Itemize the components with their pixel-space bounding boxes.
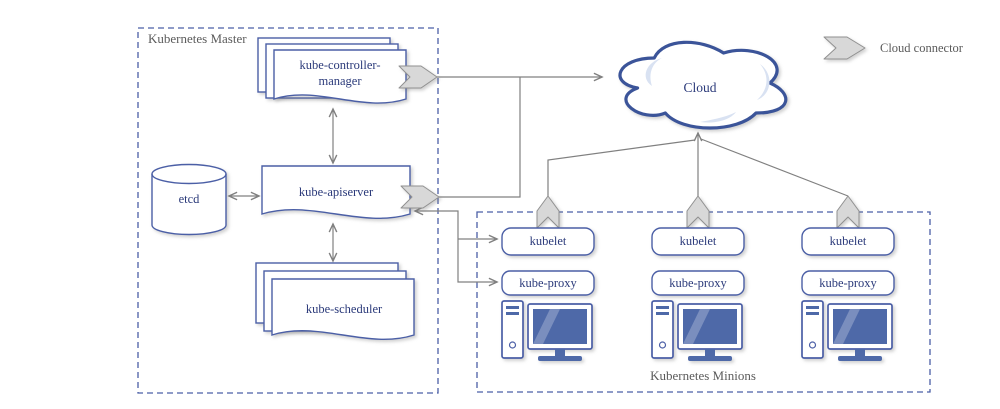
cloud-shade-bottom	[700, 112, 736, 123]
tower-button-1	[508, 341, 517, 349]
cloud-connector-icon-apiserver	[400, 185, 440, 209]
monitor-glare-1	[533, 309, 560, 344]
monitor-screen-2	[683, 309, 737, 344]
monitor-glare-2	[683, 309, 710, 344]
controller-manager-label: kube-controller-manager	[299, 58, 381, 88]
monitor-base-2	[688, 356, 732, 361]
minion-computer-icon-2	[651, 300, 743, 361]
line-kubelet3-cloud	[700, 138, 849, 197]
cloud-shade-left	[645, 58, 662, 86]
kube-proxy-node-2	[651, 270, 745, 296]
cloud-label: Cloud	[683, 80, 717, 95]
cloud-connector-icon-controller	[398, 65, 438, 89]
monitor-neck-2	[705, 349, 715, 356]
monitor-base-1	[538, 356, 582, 361]
scheduler-label: kube-scheduler	[305, 302, 383, 316]
minion-column-1	[501, 195, 595, 361]
tower-slot-1a	[506, 306, 519, 309]
controller-page-front	[273, 49, 407, 104]
controller-manager-node	[257, 37, 407, 104]
line-apiserver-cloud	[439, 77, 521, 198]
monitor-neck-1	[555, 349, 565, 356]
scheduler-page-front	[271, 278, 415, 341]
monitor-base-3	[838, 356, 882, 361]
tower-button-3	[808, 341, 817, 349]
etcd-node	[151, 163, 227, 236]
apiserver-label: kube-apiserver	[298, 185, 374, 199]
cloud-shape	[618, 40, 788, 130]
tower-slot-2b	[656, 312, 669, 315]
tower-slot-1b	[506, 312, 519, 315]
minion-computer-icon-3	[801, 300, 893, 361]
cloud-shade-right	[757, 64, 770, 100]
tower-slot-3a	[806, 306, 819, 309]
kubelet-node-2	[651, 227, 745, 256]
kubelet-node-1	[501, 227, 595, 256]
cloud-connector-icon-kubelet-3	[836, 195, 860, 229]
kube-proxy-node-3	[801, 270, 895, 296]
kubelet-label-1: kubelet	[529, 234, 567, 248]
tower-button-2	[658, 341, 667, 349]
minions-group-box	[476, 211, 931, 393]
cloud-connector-icon-kubelet-1	[536, 195, 560, 229]
kubelet-label-2: kubelet	[679, 234, 717, 248]
line-kubelet1-cloud	[547, 139, 696, 196]
cloud-node	[618, 40, 788, 130]
legend-label: Cloud connector	[880, 41, 963, 55]
legend-cloud-connector-icon	[823, 36, 866, 60]
etcd-label: etcd	[178, 192, 200, 206]
minion-column-3	[801, 195, 895, 361]
computer-tower-2	[651, 300, 674, 359]
line-apiserver-kubeproxy	[415, 211, 497, 282]
scheduler-node	[255, 262, 415, 341]
kube-proxy-node-1	[501, 270, 595, 296]
monitor-screen-3	[833, 309, 887, 344]
kube-proxy-label-2: kube-proxy	[669, 276, 727, 290]
computer-tower-3	[801, 300, 824, 359]
minion-computer-icon-1	[501, 300, 593, 361]
tower-slot-2a	[656, 306, 669, 309]
monitor-neck-3	[855, 349, 865, 356]
monitor-screen-1	[533, 309, 587, 344]
kubelet-label-3: kubelet	[829, 234, 867, 248]
minions-group-label: Kubernetes Minions	[650, 368, 756, 383]
computer-tower-1	[501, 300, 524, 359]
kube-proxy-label-1: kube-proxy	[519, 276, 577, 290]
cloud-connector-icon-kubelet-2	[686, 195, 710, 229]
kube-proxy-label-3: kube-proxy	[819, 276, 877, 290]
monitor-glare-3	[833, 309, 860, 344]
master-group-label: Kubernetes Master	[148, 31, 247, 46]
apiserver-node	[261, 165, 411, 220]
kubelet-node-3	[801, 227, 895, 256]
minion-column-2	[651, 195, 745, 361]
etcd-cylinder-rim	[151, 173, 227, 185]
tower-slot-3b	[806, 312, 819, 315]
